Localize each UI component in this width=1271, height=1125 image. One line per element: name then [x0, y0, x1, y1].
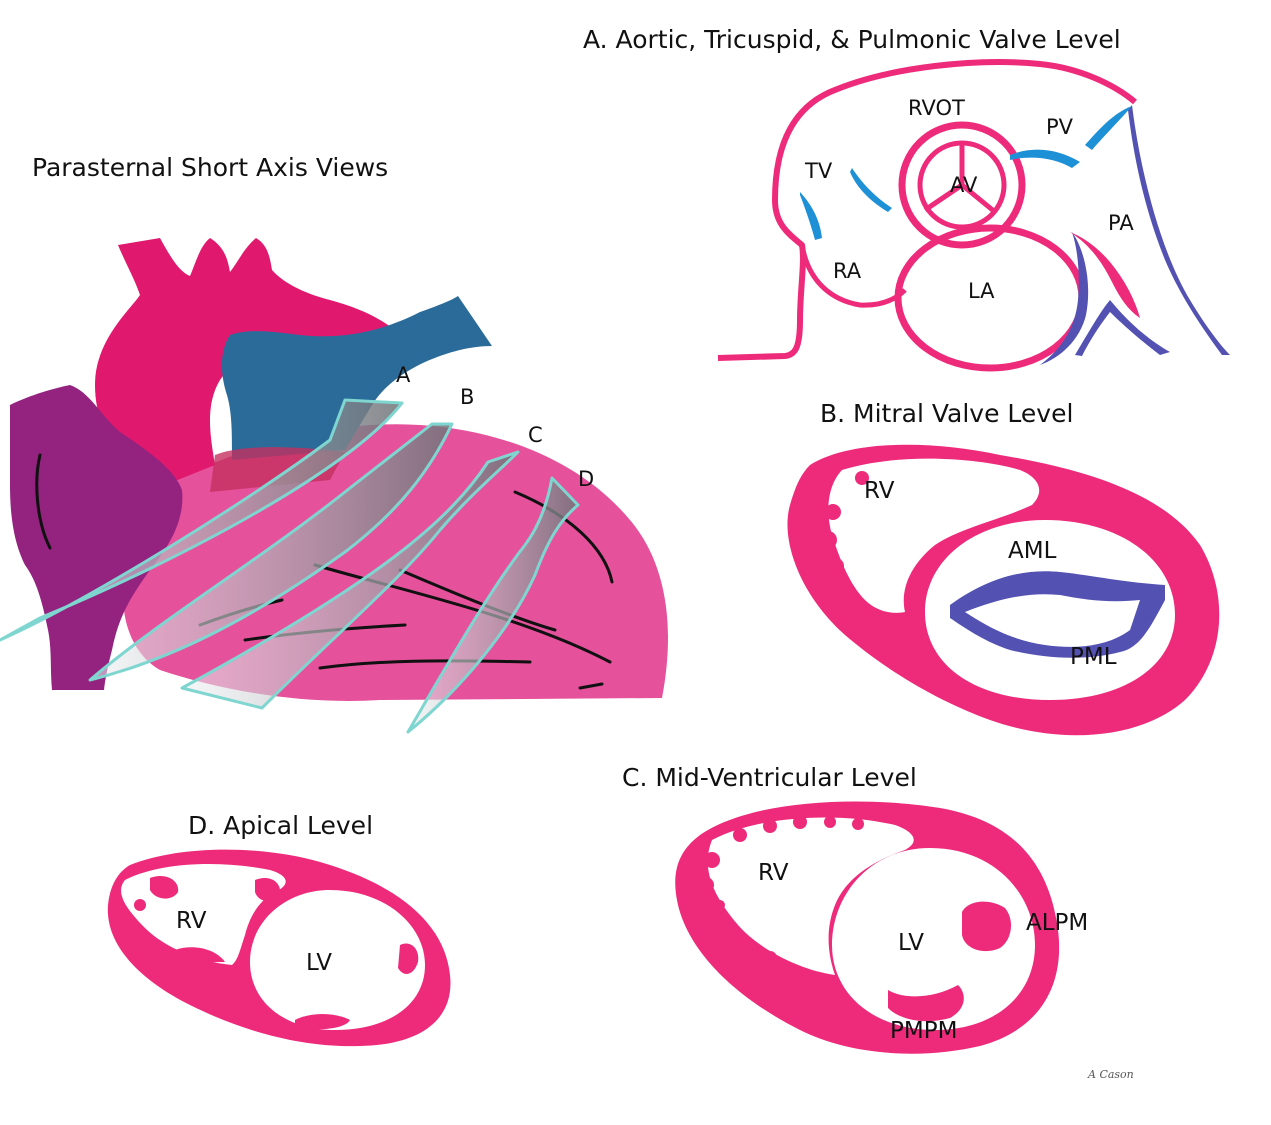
heart-illustration: Parasternal Short Axis Views: [0, 153, 669, 734]
mitral-leaflets: [950, 571, 1165, 658]
panel-b-title: B. Mitral Valve Level: [820, 399, 1073, 428]
label-alpm: ALPM: [1026, 910, 1088, 936]
cut-plane-label-d: D: [578, 467, 594, 491]
label-pa: PA: [1108, 211, 1134, 235]
panel-d-title: D. Apical Level: [188, 811, 373, 840]
atrium-contour-line: [35, 453, 52, 550]
mid-rv-trabeculations: [698, 815, 864, 965]
apical-rv-trabeculations: [134, 875, 281, 962]
label-tv: TV: [804, 159, 833, 183]
label-mitral-rv: RV: [864, 478, 895, 504]
panel-mitral-valve-level: B. Mitral Valve Level RV AML PML: [787, 399, 1220, 736]
label-mid-lv: LV: [898, 930, 924, 956]
label-apical-rv: RV: [176, 908, 207, 934]
label-pmpm: PMPM: [890, 1018, 957, 1044]
label-aml: AML: [1008, 538, 1057, 564]
tricuspid-valve-leaflet-2: [850, 168, 892, 212]
label-rvot: RVOT: [908, 96, 965, 120]
label-la: LA: [968, 279, 995, 303]
panel-c-title: C. Mid-Ventricular Level: [622, 763, 917, 792]
la-wall-shadow: [1040, 232, 1089, 365]
artist-signature: A Cason: [1087, 1068, 1134, 1081]
cut-plane-b: [88, 422, 454, 682]
apical-lv-trabeculation: [398, 943, 419, 974]
cut-plane-a: [0, 398, 404, 642]
aorta: [95, 238, 400, 485]
cut-plane-label-b: B: [460, 385, 474, 409]
panel-apical-level: D. Apical Level RV LV: [107, 811, 451, 1047]
alpm-papillary-muscle: [962, 901, 1012, 952]
tricuspid-valve-leaflet: [800, 192, 822, 240]
pulmonic-valve-leaflet-2: [1085, 106, 1132, 150]
pa-ring-wall: [1070, 232, 1140, 318]
label-apical-lv: LV: [306, 950, 332, 976]
pa-wall-inner: [1075, 300, 1170, 356]
mid-rv-cavity: [707, 817, 914, 975]
apical-lv-trabeculation-2: [295, 1014, 350, 1030]
label-pml: PML: [1070, 644, 1117, 670]
pulmonic-valve-leaflet: [1010, 149, 1080, 168]
cut-plane-label-a: A: [396, 363, 411, 387]
label-ra: RA: [833, 259, 862, 283]
panel-aortic-valve-level: A. Aortic, Tricuspid, & Pulmonic Valve L…: [583, 25, 1230, 372]
cut-plane-label-c: C: [528, 423, 543, 447]
cut-plane-d: [406, 476, 580, 734]
panel-a-outer-wall: [717, 59, 1137, 361]
pmpm-papillary-muscle: [888, 985, 964, 1022]
mitral-rv-cavity: [828, 458, 1040, 613]
pa-wall-right: [1128, 105, 1230, 355]
panel-mid-ventricular-level: C. Mid-Ventricular Level RV LV ALPM PMPM: [622, 763, 1088, 1054]
pulmonary-artery: [221, 296, 492, 460]
label-av: AV: [950, 173, 978, 197]
mitral-rv-trabeculations: [819, 471, 869, 597]
panel-a-ra-wall: [799, 244, 907, 308]
main-heading: Parasternal Short Axis Views: [32, 153, 388, 182]
panel-a-title: A. Aortic, Tricuspid, & Pulmonic Valve L…: [583, 25, 1121, 54]
label-pv: PV: [1046, 115, 1074, 139]
label-mid-rv: RV: [758, 860, 789, 886]
cut-plane-c: [180, 450, 520, 710]
aortic-valve: [898, 121, 1026, 249]
